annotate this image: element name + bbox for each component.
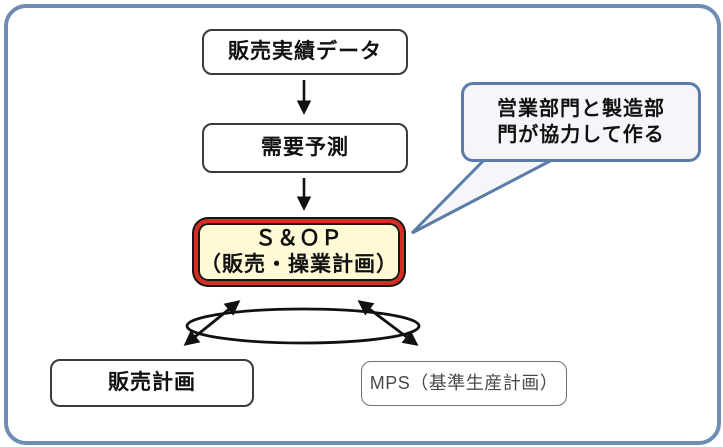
node-mps: MPS（基準生産計画） xyxy=(361,361,567,406)
node-sop-title: Ｓ＆ＯＰ xyxy=(255,226,343,250)
node-mps-label: MPS（基準生産計画） xyxy=(369,373,559,394)
node-sales-actual-data: 販売実績データ xyxy=(202,29,408,75)
node-sop-subtitle: （販売・操業計画） xyxy=(200,253,398,276)
node-sop: Ｓ＆ＯＰ （販売・操業計画） xyxy=(194,219,404,285)
callout-text-line2: 門が協力して作る xyxy=(497,124,665,146)
node-demand-forecast-label: 需要予測 xyxy=(261,135,349,159)
callout-bubble: 営業部門と製造部 門が協力して作る xyxy=(461,82,701,162)
node-sales-plan-label: 販売計画 xyxy=(108,370,196,394)
callout-text-line1: 営業部門と製造部 xyxy=(497,98,665,120)
node-sales-actual-data-label: 販売実績データ xyxy=(228,39,382,63)
node-demand-forecast: 需要予測 xyxy=(202,123,408,173)
node-sales-plan: 販売計画 xyxy=(50,359,254,407)
